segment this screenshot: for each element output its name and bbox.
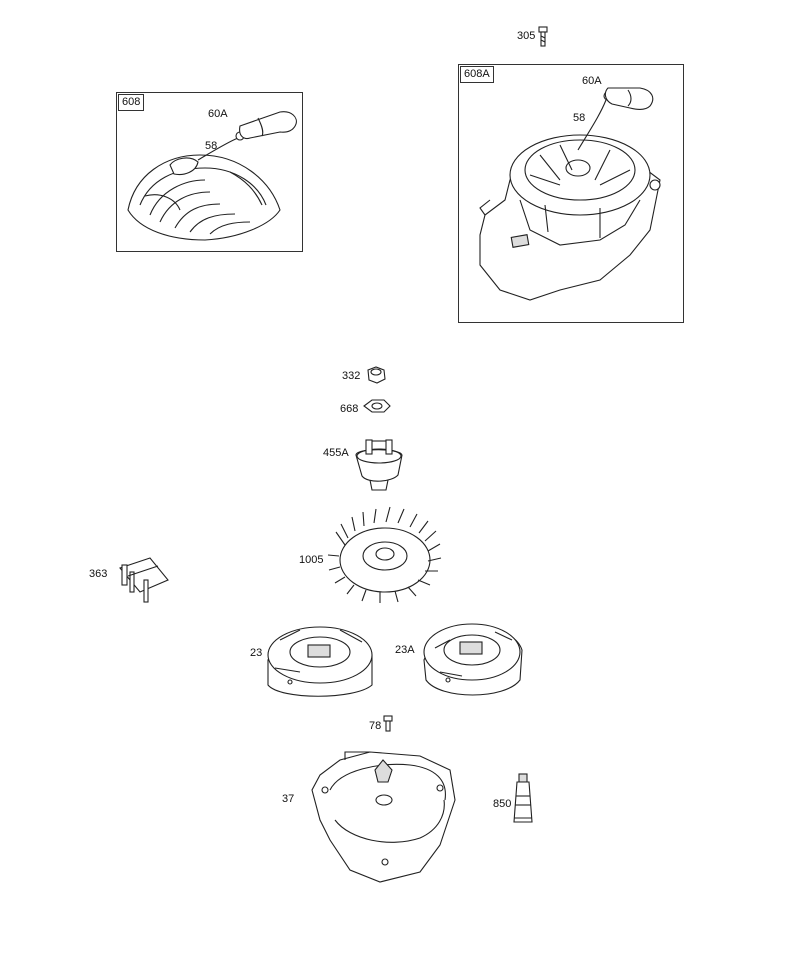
sealant-tube-850: [513, 773, 533, 823]
label-608a-58: 58: [573, 112, 586, 124]
label-23: 23: [250, 647, 263, 659]
armature-23a: [423, 623, 523, 696]
label-608a-60a: 60A: [582, 75, 602, 87]
kit-608-tag: 608: [118, 94, 145, 111]
starter-608a: [479, 87, 661, 301]
label-332: 332: [342, 370, 361, 382]
label-608-58: 58: [205, 140, 218, 152]
label-1005: 1005: [299, 554, 324, 566]
screw-78: [383, 715, 393, 732]
flywheel-1005: [327, 506, 442, 603]
label-455a: 455A: [323, 447, 349, 459]
label-363: 363: [89, 568, 108, 580]
label-850: 850: [493, 798, 512, 810]
label-668: 668: [340, 403, 359, 415]
bracket-363: [119, 557, 169, 603]
kit-608a-tag: 608A: [460, 66, 494, 83]
nut-332: [367, 366, 386, 384]
label-608-60a: 60A: [208, 108, 228, 120]
label-305: 305: [517, 30, 536, 42]
starter-608: [127, 111, 297, 241]
armature-23: [267, 626, 373, 697]
label-37: 37: [282, 793, 295, 805]
screw-305: [538, 26, 548, 47]
washer-668: [363, 399, 391, 413]
kit-608a-frame: [458, 64, 684, 323]
cup-455a: [355, 439, 403, 491]
housing-37: [311, 751, 456, 883]
kit-608-frame: [116, 92, 303, 252]
label-23a: 23A: [395, 644, 415, 656]
label-78: 78: [369, 720, 382, 732]
